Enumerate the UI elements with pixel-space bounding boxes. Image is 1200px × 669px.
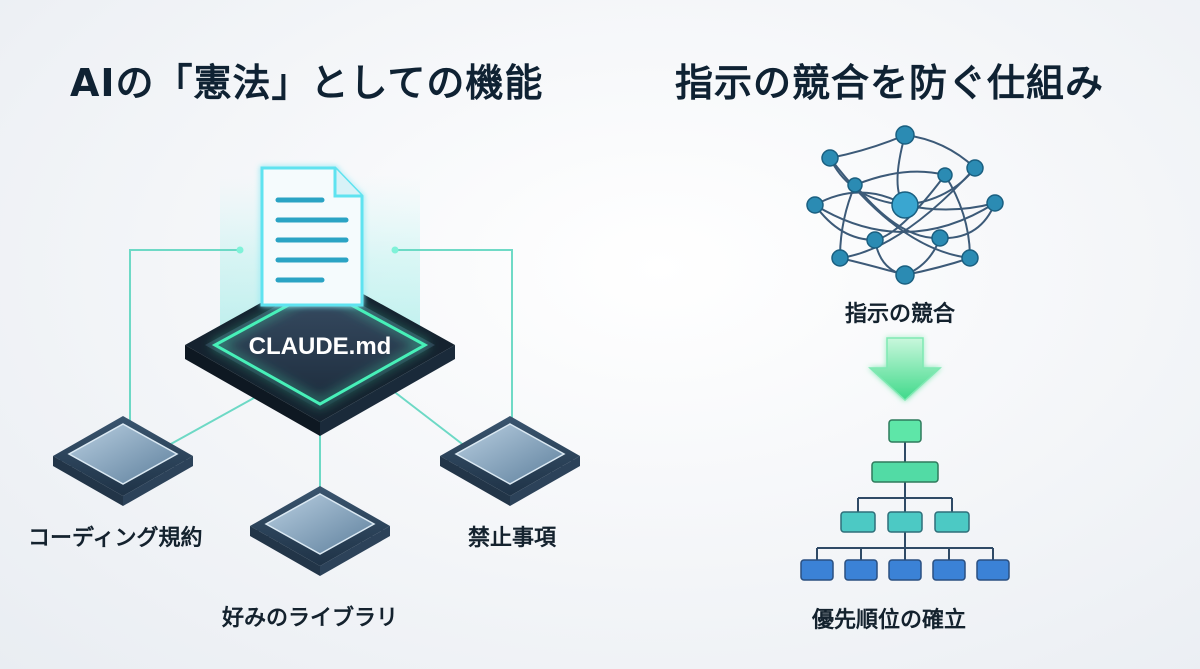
- document-icon: [260, 166, 364, 307]
- down-arrow-icon: [868, 337, 942, 402]
- chip-icon: [53, 416, 193, 506]
- connector-right-bottom: [391, 389, 471, 451]
- connector-lines: [129, 249, 513, 495]
- chip-icon: [440, 416, 580, 506]
- connector-dot: [236, 246, 244, 254]
- connector-right-top: [395, 249, 513, 430]
- node-label-coding-rules: コーディング規約: [28, 526, 203, 551]
- priority-label: 優先順位の確立: [812, 608, 967, 633]
- connector-left-bottom: [159, 387, 273, 451]
- connector-left-top: [129, 249, 240, 430]
- claude-md-platform: [185, 270, 455, 436]
- connector-dot: [391, 246, 399, 254]
- node-label-preferred-libraries: 好みのライブラリ: [222, 606, 399, 631]
- claude-md-label: CLAUDE.md: [249, 333, 392, 360]
- left-section-title: AIの「憲法」としての機能: [70, 61, 544, 105]
- chip-icon: [250, 486, 390, 576]
- hierarchy-tree-icon: [800, 419, 1010, 581]
- tangled-network-icon: [806, 125, 1004, 285]
- right-section-title: 指示の競合を防ぐ仕組み: [675, 61, 1105, 105]
- conflict-label: 指示の競合: [845, 302, 956, 327]
- node-label-prohibitions: 禁止事項: [468, 526, 557, 551]
